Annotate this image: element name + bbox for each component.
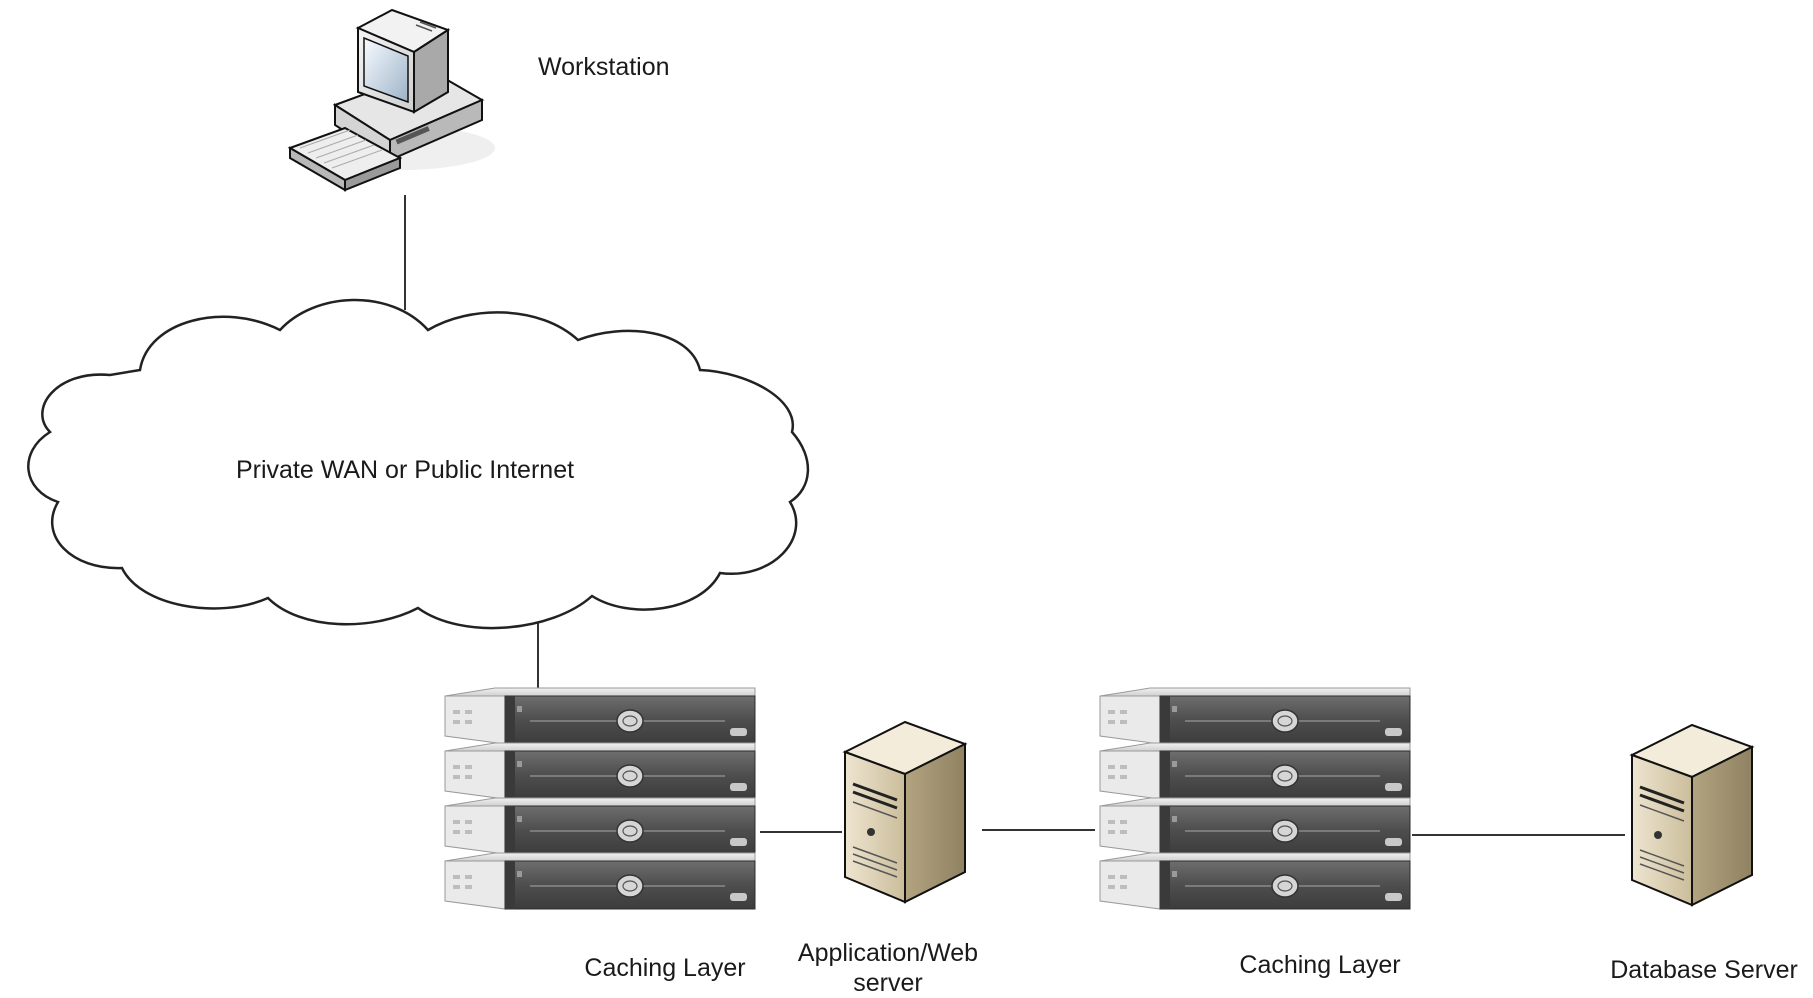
app-server-icon (843, 720, 967, 904)
workstation-icon (287, 8, 495, 192)
caching-layer-1-rack (444, 687, 756, 910)
rack-server-unit (1099, 797, 1411, 855)
caching-layer-2-rack (1099, 687, 1411, 910)
database-server-label: Database Server (1610, 956, 1798, 984)
rack-server-unit (1099, 742, 1411, 800)
rack-server-unit (444, 742, 756, 800)
rack-server-unit (444, 852, 756, 910)
rack-server-unit (1099, 687, 1411, 745)
network-label: Private WAN or Public Internet (235, 456, 575, 484)
workstation-label: Workstation (538, 53, 670, 81)
caching-layer-1-label: Caching Layer (584, 954, 746, 982)
caching-layer-2-label: Caching Layer (1239, 951, 1401, 979)
cloud-shape (27, 298, 810, 630)
rack-server-unit (444, 797, 756, 855)
rack-server-unit (1099, 852, 1411, 910)
rack-server-unit (444, 687, 756, 745)
app-server-label: Application/Web server (797, 939, 979, 997)
database-server-icon (1630, 723, 1754, 907)
